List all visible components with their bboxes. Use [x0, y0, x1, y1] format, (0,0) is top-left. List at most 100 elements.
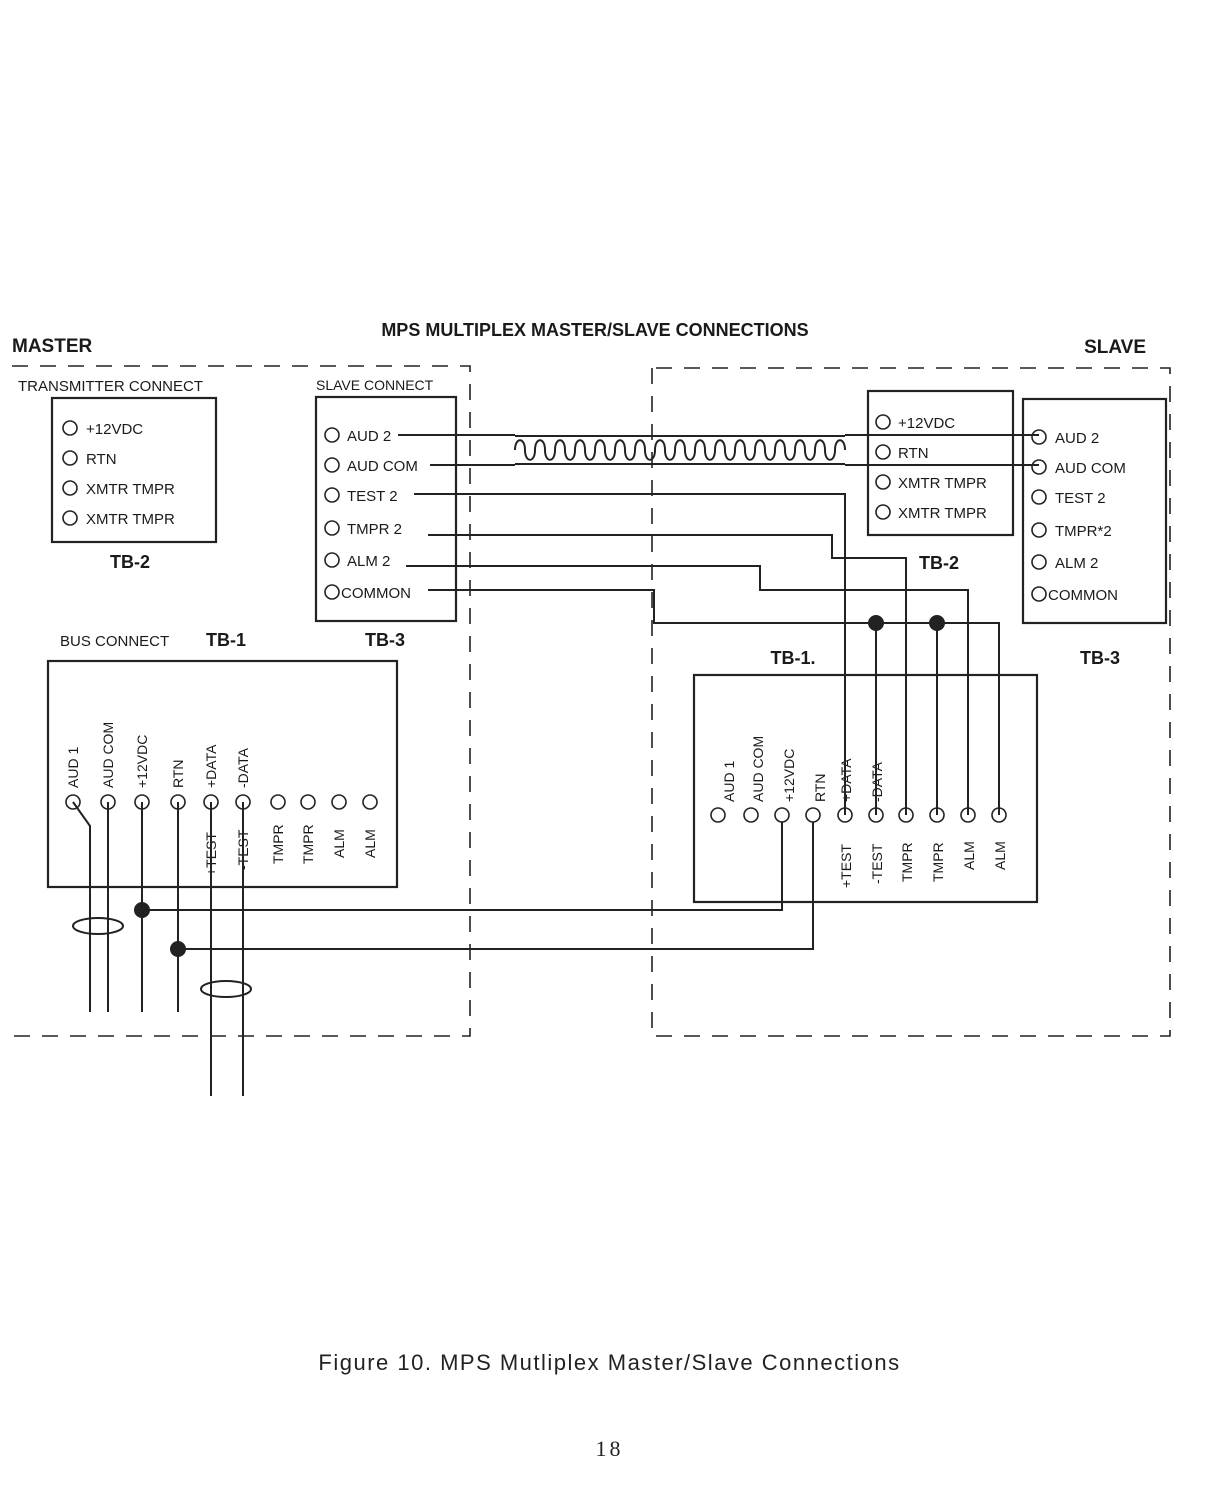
- master-tb3-terminal: [324, 520, 340, 536]
- master-tb2-label: +12VDC: [86, 421, 143, 438]
- master-tb1-label: -DATA: [235, 747, 251, 788]
- master-tb1-label: RTN: [170, 759, 186, 788]
- master-bus-wires: [72, 801, 814, 1096]
- master-tb3-label: TMPR 2: [347, 521, 402, 538]
- slave-tb1-terminal: [805, 807, 821, 823]
- slave-tb3-label: COMMON: [1048, 587, 1118, 604]
- master-tb3-terminal: [324, 427, 340, 443]
- junction-dot: [868, 615, 884, 631]
- slave-tb3-terminals: AUD 2 AUD COM TEST 2 TMPR*2 ALM 2 COMMON: [1031, 429, 1126, 604]
- master-tb3-block: TB-3: [365, 630, 405, 650]
- slave-tb3-terminal: [1031, 429, 1047, 445]
- slave-tb1-box: [692, 673, 1039, 904]
- slave-tb3-label: AUD 2: [1055, 430, 1099, 447]
- slave-connect-heading: SLAVE CONNECT: [316, 377, 434, 393]
- slave-tb2-label: +12VDC: [898, 415, 955, 432]
- diagram-title: MPS MULTIPLEX MASTER/SLAVE CONNECTIONS: [381, 320, 808, 340]
- master-tb1-labels: AUD 1 AUD COM +12VDC RTN +DATA -DATA +TE…: [65, 722, 378, 876]
- master-tb2-terminal: [62, 450, 78, 466]
- master-tb2-terminal: [62, 420, 78, 436]
- slave-tb2-terminal: [875, 414, 891, 430]
- bus-connect-heading: BUS CONNECT: [60, 633, 169, 650]
- slave-tb3-label: AUD COM: [1055, 460, 1126, 477]
- master-tb3-label: AUD 2: [347, 428, 391, 445]
- slave-tb1-terminals: [710, 807, 1007, 823]
- slave-tb2-terminals: +12VDC RTN XMTR TMPR XMTR TMPR: [875, 414, 987, 522]
- slave-tb1-label: TMPR: [899, 842, 915, 882]
- junction-dot: [929, 615, 945, 631]
- transmitter-connect-heading: TRANSMITTER CONNECT: [18, 378, 203, 395]
- master-tb3-terminal: [324, 552, 340, 568]
- slave-tb2-terminal: [875, 504, 891, 520]
- master-enclosure: [12, 365, 471, 1037]
- master-tb2-label: XMTR TMPR: [86, 511, 175, 528]
- master-tb2-label: XMTR TMPR: [86, 481, 175, 498]
- master-tb3-terminals: AUD 2 AUD COM TEST 2 TMPR 2 ALM 2 COMMON: [324, 427, 418, 602]
- slave-tb3-terminal: [1031, 489, 1047, 505]
- slave-tb1-label: -TEST: [869, 843, 885, 884]
- slave-tb1-terminal: [710, 807, 726, 823]
- master-tb3-terminal: [324, 457, 340, 473]
- master-tb2-label: RTN: [86, 451, 117, 468]
- slave-label: SLAVE: [1084, 337, 1146, 358]
- slave-tb3-terminal: [1031, 459, 1047, 475]
- slave-tb2-box: [866, 389, 1015, 537]
- master-tb1-block: TB-1: [206, 630, 246, 650]
- slave-tb3-terminal: [1031, 586, 1047, 602]
- master-tb3-label: TEST 2: [347, 488, 398, 505]
- master-tb1-label: +DATA: [203, 744, 219, 788]
- master-tb3-terminal: [324, 584, 340, 600]
- master-tb1-label: TMPR: [270, 824, 286, 864]
- slave-tb2-label: RTN: [898, 445, 929, 462]
- slave-tb1-labels: AUD 1 AUD COM +12VDC RTN +DATA -DATA +TE…: [721, 736, 1008, 888]
- master-tb3-terminal: [324, 487, 340, 503]
- master-tb1-label: ALM: [362, 829, 378, 858]
- master-tb1-label: ALM: [331, 829, 347, 858]
- master-label: MASTER: [12, 336, 93, 357]
- master-tb1-label: +12VDC: [134, 735, 150, 788]
- master-tb2-block: TB-2: [110, 552, 150, 572]
- master-tb1-label: AUD 1: [65, 747, 81, 788]
- master-tb1-terminal: [300, 794, 316, 810]
- slave-tb2-terminal: [875, 444, 891, 460]
- slave-enclosure: [651, 367, 1171, 1037]
- master-tb1-terminal: [270, 794, 286, 810]
- master-tb1-label: AUD COM: [100, 722, 116, 788]
- master-tb1-box: [46, 659, 399, 889]
- master-tb1-terminals: [65, 794, 378, 810]
- slave-tb1-terminal: [743, 807, 759, 823]
- slave-tb2-label: XMTR TMPR: [898, 475, 987, 492]
- master-tb2-box: [50, 396, 218, 544]
- slave-tb3-label: TEST 2: [1055, 490, 1106, 507]
- master-tb1-terminal: [331, 794, 347, 810]
- slave-tb1-label: ALM: [961, 841, 977, 870]
- master-tb3-label: COMMON: [341, 585, 411, 602]
- slave-tb1-label: AUD COM: [750, 736, 766, 802]
- master-tb3-box: [314, 395, 458, 623]
- slave-tb1-label: TMPR: [930, 842, 946, 882]
- audio-pair-wires: [398, 434, 1039, 466]
- slave-tb3-block: TB-3: [1080, 648, 1120, 668]
- twisted-pair-marker: [200, 980, 252, 998]
- slave-tb1-label: AUD 1: [721, 761, 737, 802]
- twisted-pair-coil: [514, 435, 846, 465]
- slave-tb3-box: [1021, 397, 1168, 625]
- slave-tb2-terminal: [875, 474, 891, 490]
- master-tb3-label: ALM 2: [347, 553, 390, 570]
- figure-caption: Figure 10. MPS Mutliplex Master/Slave Co…: [318, 1350, 901, 1375]
- page-number: 18: [595, 1436, 624, 1461]
- slave-tb1-label: ALM: [992, 841, 1008, 870]
- master-tb1-label: TMPR: [300, 824, 316, 864]
- slave-tb1-terminal: [774, 807, 790, 823]
- slave-tb3-terminal: [1031, 554, 1047, 570]
- slave-tb1-label: RTN: [812, 773, 828, 802]
- twisted-pair-marker: [72, 917, 124, 935]
- slave-tb3-label: ALM 2: [1055, 555, 1098, 572]
- master-tb2-terminal: [62, 510, 78, 526]
- master-tb1-terminal: [362, 794, 378, 810]
- slave-tb3-label: TMPR*2: [1055, 523, 1112, 540]
- slave-tb2-label: XMTR TMPR: [898, 505, 987, 522]
- master-tb2-terminal: [62, 480, 78, 496]
- slave-tb3-terminal: [1031, 522, 1047, 538]
